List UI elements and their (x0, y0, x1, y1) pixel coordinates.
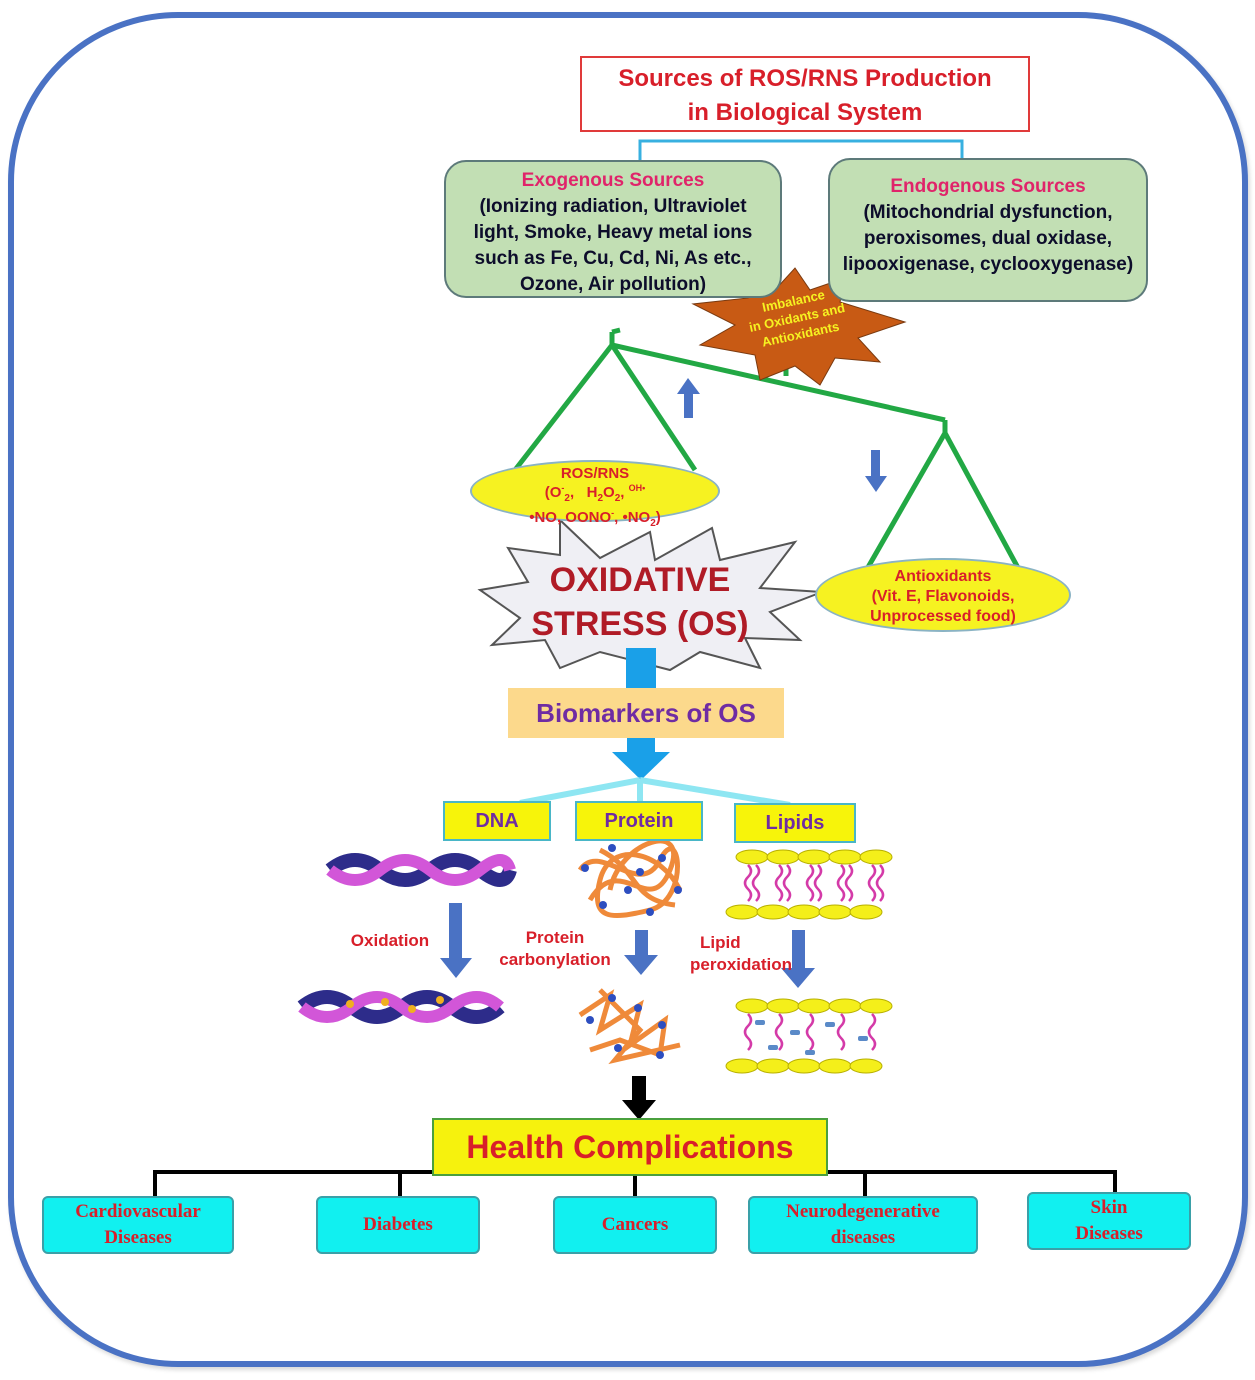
health-complications-box: Health Complications (432, 1118, 828, 1176)
exogenous-sources-box: Exogenous Sources (Ionizing radiation, U… (444, 160, 782, 298)
biomarkers-box: Biomarkers of OS (508, 688, 784, 738)
health-arrow-icon (622, 1076, 656, 1120)
protein-carbonylation-label: Protein carbonylation (485, 927, 625, 971)
dna-oxidation-arrow-icon (440, 903, 472, 978)
ros-rns-pan: ROS/RNS (O-2, H2O2, OH• •NO, OONO-, •NO2… (470, 460, 720, 529)
title-line-2: in Biological System (687, 99, 923, 126)
imbalance-burst-icon (691, 267, 907, 386)
lipid-peroxidation-line: peroxidation (690, 955, 793, 974)
oh-radical: OH• (628, 483, 646, 493)
antioxidants-title: Antioxidants (894, 568, 992, 585)
disease-line: Neurodegenerative (786, 1201, 940, 1222)
endogenous-line: peroxisomes, dual oxidase, (863, 228, 1113, 249)
disease-tree (153, 1170, 1117, 1196)
damaged-dna-helix-icon (297, 990, 505, 1024)
h2o2-text: O (603, 484, 615, 501)
disease-box-diabetes: Diabetes (316, 1196, 480, 1254)
disease-box-cancers: Cancers (553, 1196, 717, 1254)
h2o2-sub: 2 (614, 493, 621, 504)
disease-line: Diabetes (363, 1214, 433, 1235)
os-line-2: STRESS (OS) (531, 605, 749, 643)
oxidation-label: Oxidation (350, 931, 430, 950)
ros-line3-c: ) (655, 509, 661, 526)
balance-beam (611, 342, 946, 423)
ros-line3-b: , •NO (614, 509, 651, 526)
o2-sup: - (561, 483, 565, 493)
ros-line3-sup: - (611, 508, 615, 518)
endogenous-line: lipooxigenase, cyclooxygenase) (842, 254, 1134, 275)
increase-arrow-icon (677, 378, 700, 418)
antioxidants-line: Unprocessed food) (870, 608, 1016, 625)
exogenous-heading: Exogenous Sources (521, 170, 705, 191)
carbonylated-protein-icon (578, 988, 681, 1065)
lipid-peroxidation-label: Lipid peroxidation (690, 932, 793, 976)
decrease-arrow-icon (865, 450, 887, 492)
disease-line: diseases (830, 1227, 896, 1248)
carbonyl-dots (586, 994, 666, 1059)
protein-tangle-icon (577, 838, 683, 918)
h2o2-text: H (586, 484, 598, 501)
oxidative-stress-label: OXIDATIVE STRESS (OS) (490, 558, 790, 646)
lipids-box: Lipids (734, 803, 856, 843)
endogenous-heading: Endogenous Sources (890, 176, 1086, 197)
endogenous-sources-box: Endogenous Sources (Mitochondrial dysfun… (828, 158, 1148, 302)
protein-box: Protein (575, 801, 703, 841)
disease-line: Diseases (104, 1227, 172, 1248)
ros-formula-line: (O-2, H2O2, OH• (544, 483, 646, 504)
left-pan-string-1 (513, 343, 614, 472)
title-line-1: Sources of ROS/RNS Production (618, 65, 992, 92)
peroxidized-lipid-icon (725, 998, 893, 1074)
h2o2-sub: 2 (597, 493, 604, 504)
target-connectors (519, 777, 791, 808)
protein-carbonylation-line: carbonylation (499, 950, 611, 969)
disease-line: Skin (1090, 1197, 1128, 1218)
protein-carbonylation-line: Protein (525, 928, 585, 947)
endogenous-line: (Mitochondrial dysfunction, (863, 202, 1113, 223)
disease-line: Cardiovascular (75, 1201, 201, 1222)
oxidative-stress-burst-icon (477, 517, 823, 672)
disease-line: Diseases (1075, 1223, 1143, 1244)
dna-box: DNA (443, 801, 551, 841)
source-bracket (638, 139, 964, 160)
ros-title: ROS/RNS (560, 465, 630, 482)
os-to-biomarker-arrow (626, 648, 656, 690)
ros-line3-a: •NO, OONO (529, 509, 612, 526)
exogenous-line: (Ionizing radiation, Ultraviolet (479, 196, 747, 217)
lipid-peroxidation-line: Lipid (700, 933, 741, 952)
lipid-bilayer-icon (725, 849, 893, 920)
protein-dots (581, 844, 682, 916)
disease-line: Cancers (601, 1214, 669, 1235)
title-box: Sources of ROS/RNS Production in Biologi… (580, 56, 1030, 132)
ros-line3-sub: 2 (650, 518, 656, 529)
antioxidants-pan: Antioxidants (Vit. E, Flavonoids, Unproc… (815, 558, 1071, 632)
o2-text: O (549, 484, 562, 501)
biomarker-down-arrow-icon (612, 738, 670, 780)
dna-helix-icon (325, 853, 517, 887)
ros-line-3: •NO, OONO-, •NO2) (472, 506, 718, 531)
exogenous-line: Ozone, Air pollution) (519, 274, 707, 295)
disease-box-neurodegenerative: Neurodegenerative diseases (748, 1196, 978, 1254)
protein-carbonylation-arrow-icon (624, 930, 658, 975)
os-line-1: OXIDATIVE (549, 561, 731, 599)
exogenous-line: such as Fe, Cu, Cd, Ni, As etc., (474, 248, 752, 269)
o2-sub: 2 (564, 493, 570, 504)
antioxidants-line: (Vit. E, Flavonoids, (871, 588, 1015, 605)
lipid-peroxidation-arrow-icon (781, 930, 815, 988)
left-pan-string-2 (609, 343, 698, 472)
exogenous-line: light, Smoke, Heavy metal ions (473, 222, 753, 243)
